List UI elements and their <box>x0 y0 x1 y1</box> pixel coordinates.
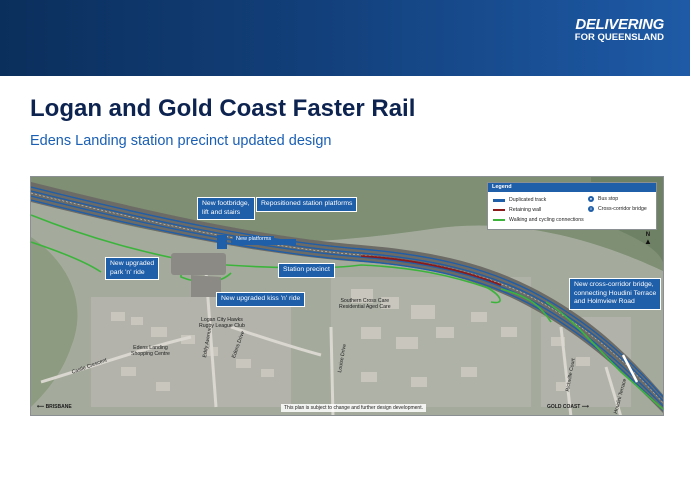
direction-label: GOLD COAST <box>547 404 581 410</box>
callout-station-platforms: Repositioned station platforms <box>256 197 358 212</box>
track-swatch <box>493 198 505 202</box>
direction-gold-coast: GOLD COAST ⟶ <box>547 404 589 410</box>
precinct-map: New footbridge, lift and stairs Repositi… <box>30 176 664 416</box>
wall-swatch <box>493 209 505 211</box>
callout-footbridge: New footbridge, lift and stairs <box>197 197 255 221</box>
legend-item-track: Duplicated track <box>493 197 546 203</box>
bus-icon: ● <box>588 196 594 202</box>
place-rugby-club: Logan City Hawks Rugby League Club <box>199 317 245 330</box>
place-aged-care: Southern Cross Care Residential Aged Car… <box>339 298 391 311</box>
brand-line1: DELIVERING <box>575 16 664 33</box>
legend-label: Retaining wall <box>509 207 542 213</box>
plan-disclaimer: This plan is subject to change and furth… <box>281 404 426 412</box>
legend-item-bridge: ‖ Cross-corridor bridge <box>588 206 647 212</box>
brand-logo: DELIVERING FOR QUEENSLAND <box>574 16 665 43</box>
callout-park-ride: New upgraded park 'n' ride <box>105 257 160 281</box>
header-banner: DELIVERING FOR QUEENSLAND <box>0 0 690 76</box>
legend-label: Bus stop <box>598 196 619 202</box>
legend-item-bus-stop: ● Bus stop <box>588 196 618 202</box>
walk-swatch <box>493 219 505 221</box>
bridge-icon: ‖ <box>588 206 594 212</box>
page-title: Logan and Gold Coast Faster Rail <box>30 95 416 122</box>
direction-brisbane: ⟵ BRISBANE <box>37 404 72 410</box>
legend-title: Legend <box>488 183 656 192</box>
north-arrow-icon: N ▲ <box>644 232 652 246</box>
callout-kiss-ride: New upgraded kiss 'n' ride <box>216 292 306 307</box>
page-subtitle: Edens Landing station precinct updated d… <box>30 133 332 149</box>
callout-station-precinct: Station precinct <box>278 263 335 278</box>
direction-label: BRISBANE <box>45 404 72 410</box>
legend-label: Cross-corridor bridge <box>598 206 647 212</box>
arrow-left-icon: ⟵ <box>37 404 46 410</box>
callout-cross-corridor-bridge: New cross-corridor bridge, connecting Ho… <box>569 278 662 310</box>
legend-label: Duplicated track <box>509 197 547 203</box>
legend-item-retaining-wall: Retaining wall <box>493 207 541 213</box>
label-new-platforms: New platforms <box>233 236 275 242</box>
map-legend: Legend Duplicated track Retaining wall W… <box>487 182 657 230</box>
place-shopping-centre: Edens Landing Shopping Centre <box>131 345 170 358</box>
north-label: N <box>645 232 651 238</box>
arrow-right-icon: ⟶ <box>580 404 589 410</box>
legend-item-walking: Walking and cycling connections <box>493 217 584 223</box>
brand-line2: FOR QUEENSLAND <box>574 32 664 43</box>
legend-label: Walking and cycling connections <box>509 217 584 223</box>
